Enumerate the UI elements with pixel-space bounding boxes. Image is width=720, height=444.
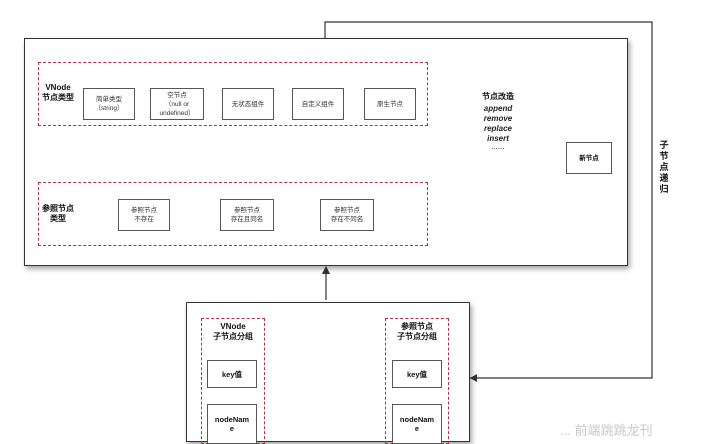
op-insert: insert [487,134,509,143]
op-more: ...... [491,142,505,151]
vnode-types-group [38,62,428,126]
recursion-label: 子 节 点 递 归 [659,140,669,194]
op-append: append [483,104,513,113]
op-remove: remove [483,114,513,123]
ops-title: 节点改造 [482,92,514,101]
right-child-key: key值 [392,360,442,388]
left-child-nodename: nodeNam e [207,404,257,444]
right-child-nodename: nodeNam e [392,404,442,444]
node-native: 原生节点 [364,88,416,120]
op-replace: replace [483,124,513,133]
up-arrowhead [322,266,330,274]
node-simple-type: 简单类型 （string） [83,88,135,120]
ref-children-label: 参照节点 子节点分组 [397,322,437,341]
node-stateless-component: 无状态组件 [222,88,274,120]
node-ref-same-name: 参照节点 存在且同名 [220,199,274,231]
recursion-loop-line [324,21,653,379]
node-new: 新节点 [566,142,612,174]
node-ref-diff-name: 参照节点 存在不同名 [320,199,374,231]
vnode-children-label: VNode 子节点分组 [213,322,253,341]
node-ref-missing: 参照节点 不存在 [118,199,170,231]
left-child-key: key值 [207,360,257,388]
watermark: ... 前端跳跳龙刊 [560,423,653,438]
ref-types-label: 参照节点 类型 [42,204,74,223]
node-empty: 空节点 （null or undefined） [150,88,204,120]
node-custom-component: 自定义组件 [292,88,344,120]
vnode-types-label: VNode 节点类型 [42,83,74,102]
ref-types-group [38,182,428,246]
recursion-arrowhead [470,374,477,382]
